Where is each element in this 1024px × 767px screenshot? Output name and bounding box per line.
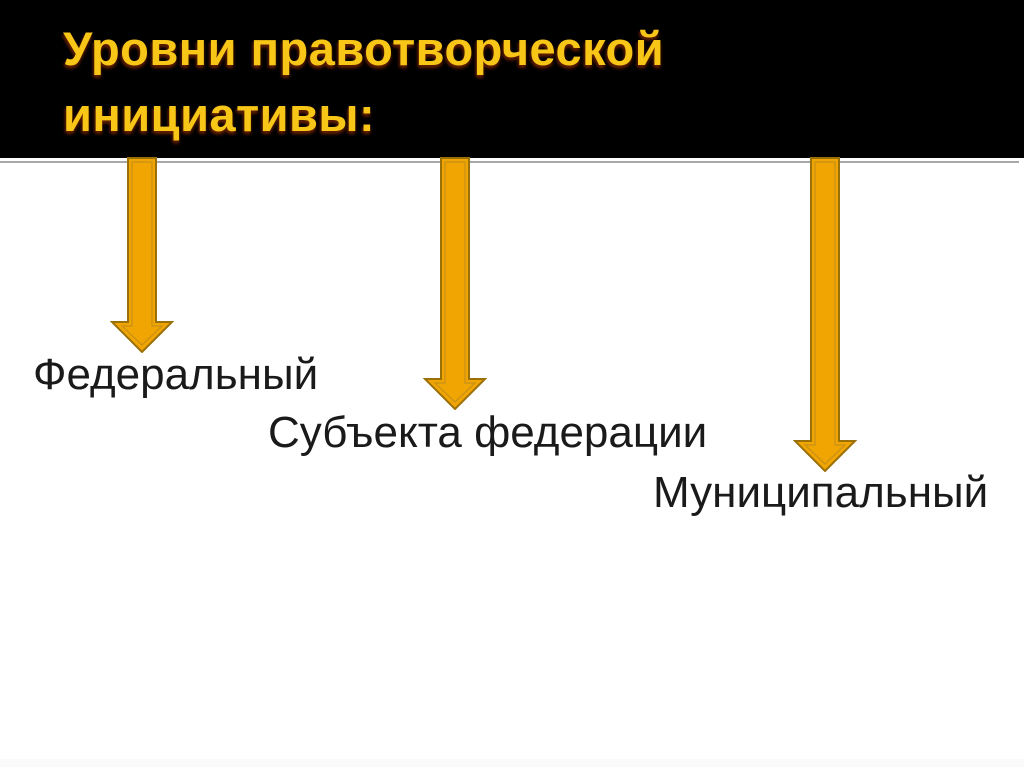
label-municipal: Муниципальный [653,468,989,517]
title-line-1: Уровни правотворческой [63,22,665,75]
slide-bottom-edge [0,759,1024,767]
diagram-item-subject [423,157,487,410]
down-arrow-icon [423,157,487,410]
title-line-2: инициативы: [63,88,376,141]
label-federal: Федеральный [33,350,319,399]
diagram-item-municipal [793,157,857,472]
down-arrow-icon [110,157,174,353]
header-divider [0,161,1019,163]
page-title: Уровни правотворческой инициативы: [63,16,963,148]
title-banner: Уровни правотворческой инициативы: [0,0,1024,158]
label-subject: Субъекта федерации [268,408,708,457]
down-arrow-icon [793,157,857,472]
diagram-item-federal [110,157,174,353]
